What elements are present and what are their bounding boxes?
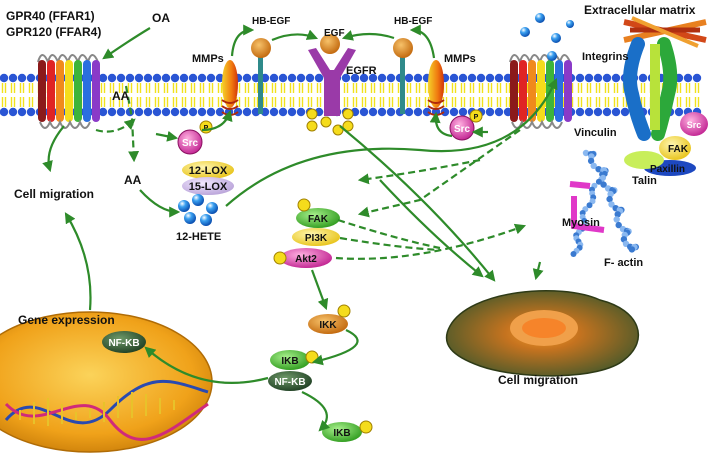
focal-adhesion-complex (624, 112, 708, 176)
lox12-label: 12-LOX (189, 165, 228, 177)
ikb-free-shape (322, 422, 362, 442)
gpr40-label: GPR40 (FFAR1) (6, 9, 95, 23)
ikb-free-phospho (359, 420, 373, 434)
hb-egf-left (251, 38, 271, 114)
paxillin-label: Paxillin (650, 164, 685, 175)
fak-mid-label: FAK (308, 214, 329, 225)
akt2-label: Akt2 (295, 254, 317, 265)
integrin-receptor (623, 37, 678, 141)
nfkb-complex-shape (268, 371, 312, 391)
nucleus (0, 311, 213, 453)
egf-label: EGF (324, 28, 345, 39)
nfkb-nucleus-shape (102, 331, 146, 353)
gpr120-label: GPR120 (FFAR4) (6, 25, 101, 39)
gene-expression-label: Gene expression (18, 313, 115, 327)
gpr-receptor-right (509, 54, 572, 129)
akt2-shape (280, 248, 332, 268)
egfr-phospho-2 (306, 120, 318, 132)
ikk-phospho (337, 304, 351, 318)
signaling-arrows (42, 24, 558, 432)
egfr-phospho-4 (342, 120, 354, 132)
ikb-free-label: IKB (333, 428, 350, 439)
hbegf-left-label: HB-EGF (252, 16, 290, 27)
ikk-shape (308, 314, 348, 334)
egfr-phospho-5 (320, 116, 332, 128)
gpr-receptor-left (37, 54, 100, 129)
ikb-complex-shape (270, 350, 310, 370)
cell-migration-left-label: Cell migration (14, 187, 94, 201)
migrating-cell (445, 290, 640, 377)
mmps-right-label: MMPs (444, 53, 476, 65)
src-right-phospho: P (474, 114, 479, 121)
src-right-label: Src (454, 124, 471, 135)
talin-label: Talin (632, 175, 657, 187)
myosin-motor (569, 181, 605, 233)
aa-cytosol-label: AA (124, 173, 142, 187)
vinculin-label: Vinculin (574, 127, 617, 139)
ikk-label: IKK (319, 320, 337, 331)
fak-mid-phospho (297, 198, 311, 212)
pi3k-shape (292, 228, 340, 246)
dna-helix (4, 379, 209, 441)
extracellular-ligand-spheres (520, 13, 574, 61)
hbegf-right-label: HB-EGF (394, 16, 432, 27)
fak-mid-shape (296, 208, 340, 228)
nfkb-nucleus-label: NF-KB (108, 338, 139, 349)
src-left-label: Src (182, 138, 199, 149)
hb-egf-right (393, 38, 413, 114)
extracellular-matrix-label: Extracellular matrix (584, 3, 696, 17)
hete-spheres (178, 194, 218, 226)
lox15-label: 15-LOX (189, 181, 228, 193)
mmps-left-label: MMPs (192, 53, 224, 65)
oa-label: OA (152, 11, 170, 25)
integrins-label: Integrins (582, 51, 628, 63)
dashed-arrows (95, 85, 527, 260)
ikb-complex-label: IKB (281, 356, 298, 367)
egfr-label: EGFR (346, 65, 377, 77)
pi3k-label: PI3K (305, 233, 328, 244)
hete-label: 12-HETE (176, 231, 221, 243)
egfr-receptor (308, 48, 356, 116)
mmp-right (427, 60, 445, 116)
actin-filament (570, 149, 639, 257)
egf-ligand (320, 34, 340, 54)
myosin-label: Myosin (562, 217, 600, 229)
cell-migration-right-label: Cell migration (498, 373, 578, 387)
egfr-phospho-3 (342, 108, 354, 120)
egfr-phospho-1 (306, 108, 318, 120)
src-far-right-label: Src (687, 120, 702, 130)
factin-label: F- actin (604, 257, 643, 269)
lox15-shape (182, 177, 234, 195)
src-left-phospho: P (204, 125, 209, 132)
aa-membrane-label: AA (112, 89, 130, 103)
src-left: Src P (177, 120, 213, 155)
mmp-left (221, 60, 239, 116)
extracellular-matrix-fibers (623, 16, 707, 48)
fak-right-label: FAK (668, 144, 689, 155)
nfkb-complex-label: NF-KB (274, 377, 305, 388)
akt2-phospho (273, 251, 287, 265)
lox12-shape (182, 161, 234, 179)
